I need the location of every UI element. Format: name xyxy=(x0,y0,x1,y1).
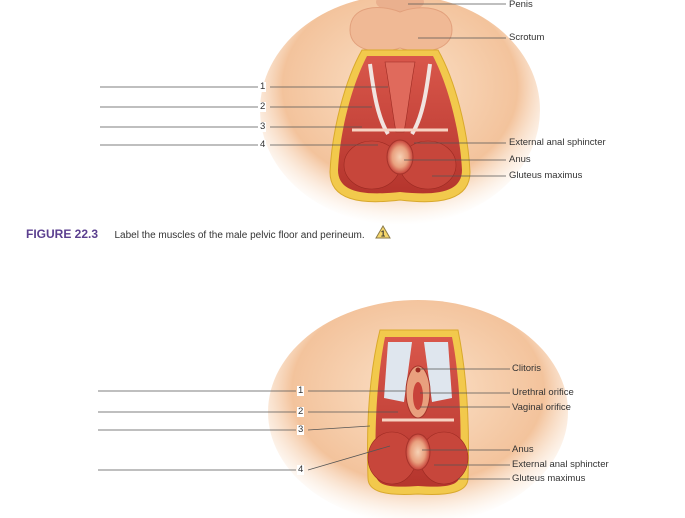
label-anus-f: Anus xyxy=(512,444,534,455)
male-pelvic-floor-illustration xyxy=(260,0,540,225)
vaginal-orifice-shape xyxy=(413,382,423,410)
bulbospongiosus-shape xyxy=(384,61,416,133)
label-gluteus-maximus: Gluteus maximus xyxy=(509,170,583,181)
female-label-leaders xyxy=(420,368,510,480)
female-blank-lines xyxy=(98,390,406,471)
figure-number: FIGURE 22.3 xyxy=(26,227,99,242)
clitoris-shape xyxy=(415,367,421,373)
blank-number-2: 2 xyxy=(259,101,267,112)
f-leader-4 xyxy=(307,445,391,471)
f-blank-number-4: 4 xyxy=(297,464,305,475)
anus-shape xyxy=(386,139,414,175)
perineal-membrane-left xyxy=(384,342,412,402)
label-external-anal-sphincter-f: External anal sphincter xyxy=(512,459,609,470)
male-label-leaders xyxy=(404,3,506,177)
scrotum-shape xyxy=(349,7,453,52)
label-anus: Anus xyxy=(509,154,531,165)
label-external-anal-sphincter: External anal sphincter xyxy=(509,137,606,148)
female-anus-shape xyxy=(405,433,431,471)
figure-caption-text: Label the muscles of the male pelvic flo… xyxy=(114,230,365,242)
label-penis: Penis xyxy=(509,0,533,10)
label-vaginal-orifice: Vaginal orifice xyxy=(512,402,571,413)
f-blank-number-1: 1 xyxy=(297,385,305,396)
svg-text:1: 1 xyxy=(381,230,386,239)
label-scrotum: Scrotum xyxy=(509,32,545,43)
f-leader-3 xyxy=(307,425,371,431)
blank-number-4: 4 xyxy=(259,139,267,150)
blank-number-3: 3 xyxy=(259,121,267,132)
label-clitoris: Clitoris xyxy=(512,363,542,374)
f-blank-number-3: 3 xyxy=(297,424,305,435)
label-gluteus-maximus-f: Gluteus maximus xyxy=(512,473,586,484)
warning-triangle-icon: 1 xyxy=(375,225,391,243)
blank-number-1: 1 xyxy=(259,81,267,92)
label-urethral-orifice: Urethral orifice xyxy=(512,387,574,398)
f-blank-number-2: 2 xyxy=(297,406,305,417)
figure-caption: FIGURE 22.3 Label the muscles of the mal… xyxy=(26,225,391,243)
female-pelvic-floor-illustration xyxy=(268,300,568,518)
perineal-membrane-right xyxy=(424,342,452,402)
male-blank-lines xyxy=(100,86,388,146)
